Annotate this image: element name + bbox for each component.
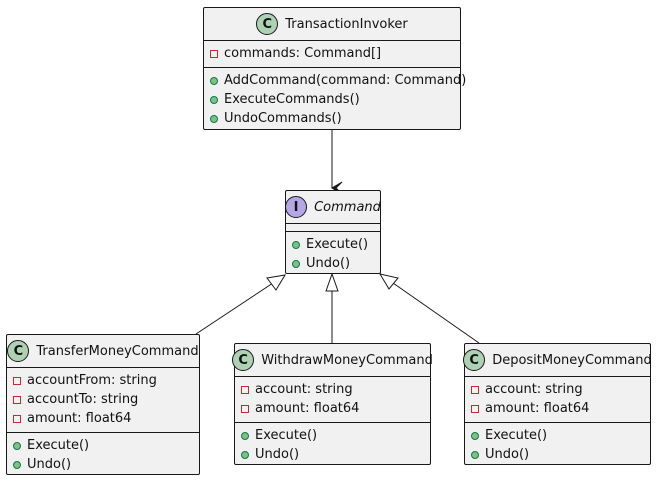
private-visibility-icon <box>241 385 249 394</box>
private-visibility-icon <box>471 385 479 394</box>
class-badge-icon: C <box>256 13 279 35</box>
fields-section: accountFrom: string accountTo: string am… <box>7 367 199 432</box>
realization-deposit-arrowhead <box>378 273 399 290</box>
private-visibility-icon <box>241 404 249 413</box>
class-withdraw-money-command[interactable]: C WithdrawMoneyCommand account: string a… <box>232 343 433 468</box>
interface-header: I Command <box>285 191 381 223</box>
fields-section <box>286 223 380 231</box>
fields-section: commands: Command[] <box>204 40 460 67</box>
private-visibility-icon <box>210 49 218 58</box>
public-visibility-icon <box>292 259 300 268</box>
interface-name: Command <box>314 199 381 215</box>
class-deposit-money-command[interactable]: C DepositMoneyCommand account: string am… <box>463 343 652 468</box>
methods-section: Execute() Undo() <box>235 422 430 468</box>
field-row: amount: float64 <box>241 399 430 418</box>
class-header: C TransactionInvoker <box>204 8 460 40</box>
class-name: TransferMoneyCommand <box>36 343 199 359</box>
method-row: Execute() <box>471 426 650 445</box>
private-visibility-icon <box>471 404 479 413</box>
method-row: ExecuteCommands() <box>210 90 460 109</box>
method-row: Undo() <box>292 254 380 273</box>
field-row: amount: float64 <box>471 399 650 418</box>
methods-section: Execute() Undo() <box>7 432 199 478</box>
public-visibility-icon <box>210 114 218 123</box>
realization-withdraw-arrowhead <box>325 272 339 292</box>
methods-section: Execute() Undo() <box>286 231 380 277</box>
public-visibility-icon <box>292 240 300 249</box>
methods-section: Execute() Undo() <box>465 422 650 468</box>
field-row: accountTo: string <box>13 390 199 409</box>
class-header: C TransferMoneyCommand <box>7 335 199 367</box>
class-transfer-money-command[interactable]: C TransferMoneyCommand accountFrom: stri… <box>6 334 200 475</box>
field-row: account: string <box>471 380 650 399</box>
public-visibility-icon <box>471 450 479 459</box>
field-row: amount: float64 <box>13 409 199 428</box>
interface-badge-icon: I <box>285 196 308 218</box>
public-visibility-icon <box>210 95 218 104</box>
method-row: Execute() <box>241 426 430 445</box>
realization-transfer-arrowhead <box>266 274 286 291</box>
private-visibility-icon <box>13 376 21 385</box>
method-row: Undo() <box>241 445 430 464</box>
class-name: DepositMoneyCommand <box>492 352 652 368</box>
public-visibility-icon <box>471 431 479 440</box>
public-visibility-icon <box>13 441 21 450</box>
methods-section: AddCommand(command: Command) ExecuteComm… <box>204 67 466 132</box>
method-row: AddCommand(command: Command) <box>210 71 466 90</box>
private-visibility-icon <box>13 395 21 404</box>
realization-transfer-line <box>195 282 274 335</box>
method-row: Execute() <box>13 436 199 455</box>
method-row: Undo() <box>471 445 650 464</box>
fields-section: account: string amount: float64 <box>235 376 430 422</box>
class-header: C DepositMoneyCommand <box>463 344 652 376</box>
public-visibility-icon <box>13 460 21 469</box>
field-row: account: string <box>241 380 430 399</box>
method-row: Execute() <box>292 235 380 254</box>
public-visibility-icon <box>241 431 249 440</box>
public-visibility-icon <box>210 76 218 85</box>
class-badge-icon: C <box>232 349 255 371</box>
class-transaction-invoker[interactable]: C TransactionInvoker commands: Command[]… <box>203 7 466 132</box>
class-name: TransactionInvoker <box>285 16 408 32</box>
class-header: C WithdrawMoneyCommand <box>232 344 433 376</box>
realization-deposit-line <box>392 282 480 344</box>
method-row: Undo() <box>13 455 199 474</box>
fields-section: account: string amount: float64 <box>465 376 650 422</box>
class-badge-icon: C <box>463 349 486 371</box>
field-row: commands: Command[] <box>210 44 460 63</box>
class-name: WithdrawMoneyCommand <box>261 352 433 368</box>
class-badge-icon: C <box>7 340 30 362</box>
field-row: accountFrom: string <box>13 371 199 390</box>
method-row: UndoCommands() <box>210 109 460 128</box>
private-visibility-icon <box>13 414 21 423</box>
public-visibility-icon <box>241 450 249 459</box>
interface-command[interactable]: I Command Execute() Undo() <box>285 190 381 274</box>
